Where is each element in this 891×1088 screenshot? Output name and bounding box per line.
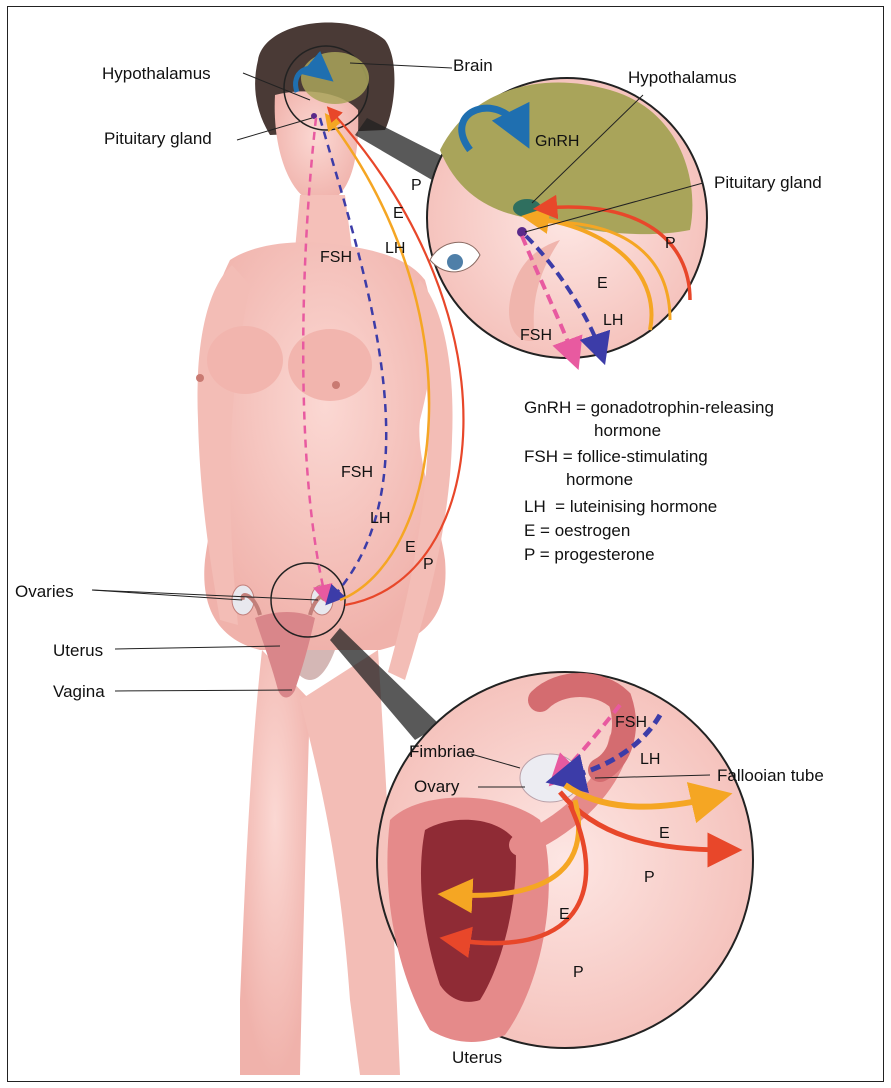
label-hypothalamus: Hypothalamus xyxy=(102,64,211,83)
inset-label-p: P xyxy=(665,235,676,252)
label-ovaries: Ovaries xyxy=(15,582,74,601)
inset-label-e: E xyxy=(597,275,608,292)
path-label-lh-upper: LH xyxy=(385,240,405,257)
path-label-p-lower: P xyxy=(423,556,434,573)
pelvis-label-fsh: FSH xyxy=(615,714,647,731)
legend-p: P = progesterone xyxy=(524,545,655,564)
label-uterus: Uterus xyxy=(53,641,103,660)
pelvis-label-uterus: Uterus xyxy=(452,1048,502,1067)
pelvis-label-ovary: Ovary xyxy=(414,777,460,796)
pelvis-label-p-right: P xyxy=(644,869,655,886)
pelvis-label-e-lower: E xyxy=(559,906,570,923)
inset-label-lh: LH xyxy=(603,312,623,329)
path-label-p-upper: P xyxy=(411,177,422,194)
path-label-fsh-upper: FSH xyxy=(320,249,352,266)
legend: GnRH = gonadotrophin-releasing hormone F… xyxy=(524,398,774,564)
label-vagina: Vagina xyxy=(53,682,105,701)
inset-label-pituitary-gland: Pituitary gland xyxy=(714,173,822,192)
inset-label-fsh: FSH xyxy=(520,327,552,344)
legend-gnrh-line1: GnRH = gonadotrophin-releasing xyxy=(524,398,774,417)
path-label-lh-lower: LH xyxy=(370,510,390,527)
inset-label-gnrh: GnRH xyxy=(535,133,579,150)
path-label-e-lower: E xyxy=(405,539,416,556)
pelvis-label-lh: LH xyxy=(640,751,660,768)
pelvis-label-p-lower: P xyxy=(573,964,584,981)
label-brain: Brain xyxy=(453,56,493,75)
head-inset xyxy=(427,78,707,358)
legend-gnrh-line2: hormone xyxy=(594,421,661,440)
pelvis-label-e-right: E xyxy=(659,825,670,842)
pelvis-inset xyxy=(377,672,753,1048)
pelvis-label-fallopian-tube: Fallooian tube xyxy=(717,766,824,785)
body-labels: Ovaries Uterus Vagina xyxy=(15,582,105,701)
legend-lh: LH = luteinising hormone xyxy=(524,497,717,516)
path-label-fsh-lower: FSH xyxy=(341,464,373,481)
pelvis-label-fimbriae: Fimbriae xyxy=(409,742,475,761)
path-label-e-upper: E xyxy=(393,205,404,222)
label-pituitary-gland: Pituitary gland xyxy=(104,129,212,148)
legend-e: E = oestrogen xyxy=(524,521,630,540)
legend-fsh-line2: hormone xyxy=(566,470,633,489)
legend-fsh-line1: FSH = follice-stimulating xyxy=(524,447,708,466)
inset-label-hypothalamus: Hypothalamus xyxy=(628,68,737,87)
